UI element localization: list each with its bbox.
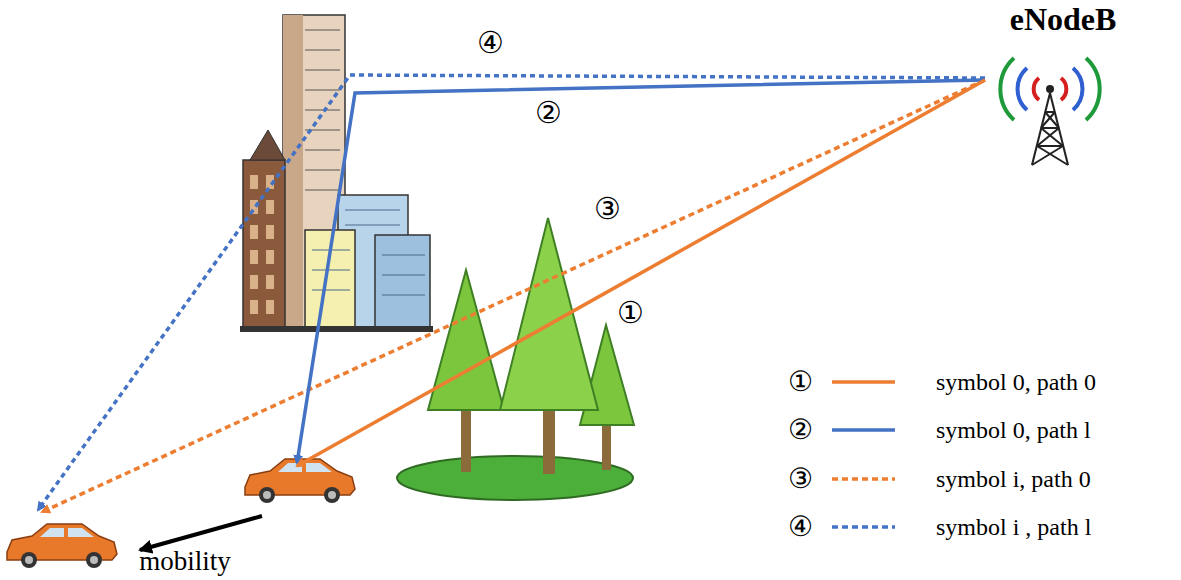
legend-number: ② xyxy=(788,415,813,446)
buildings xyxy=(240,15,433,332)
legend-number: ③ xyxy=(788,464,813,495)
legend-text: symbol 0, path 0 xyxy=(936,369,1096,395)
callout-number: ④ xyxy=(475,26,506,59)
callout-number: ② xyxy=(533,96,564,129)
legend-samples xyxy=(832,382,895,527)
legend-text: symbol i, path 0 xyxy=(936,466,1091,492)
callout-number: ① xyxy=(615,296,646,329)
station-label: eNodeB xyxy=(1010,2,1117,37)
legend-number: ① xyxy=(788,367,813,398)
car-far xyxy=(7,524,117,568)
mobility-arrow xyxy=(140,516,262,550)
legend-text: symbol i , path l xyxy=(936,514,1091,540)
paths xyxy=(38,75,985,512)
trees xyxy=(397,218,634,500)
enodeb-tower xyxy=(1000,58,1099,165)
legend-text: symbol 0, path l xyxy=(936,417,1091,443)
mobility-label: mobility xyxy=(139,547,231,577)
callout-number: ③ xyxy=(592,192,623,225)
legend-number: ④ xyxy=(788,512,813,543)
